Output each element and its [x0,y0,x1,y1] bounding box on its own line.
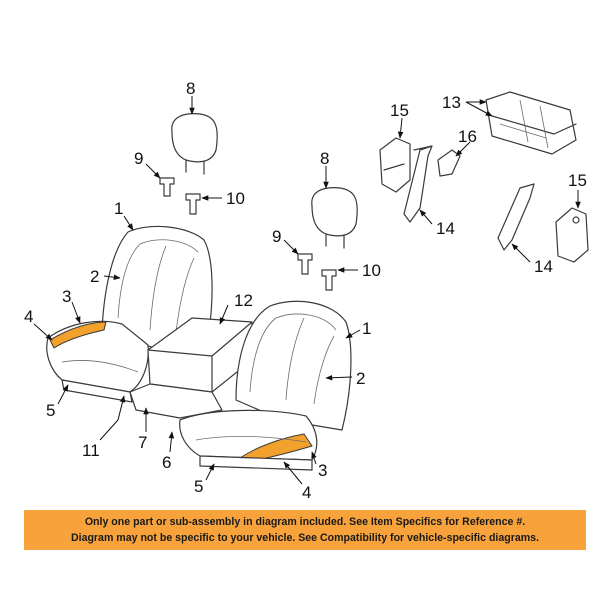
left-seat [46,225,213,403]
callout-13: 13 [442,93,461,112]
left-cushion-highlight [49,321,107,349]
callout-9-left: 9 [134,149,143,168]
center-section [129,317,253,419]
callout-3-right: 3 [318,461,327,480]
callout-14-right: 14 [534,257,553,276]
callout-1-left: 1 [114,199,123,218]
callout-10-left: 10 [226,189,245,208]
callout-8-left: 8 [186,79,195,98]
headrest-left [171,113,218,175]
callout-1-right: 1 [362,319,371,338]
leader-lines [33,96,581,485]
callout-numbers: 1 2 3 4 5 11 7 6 12 1 2 3 4 5 8 9 10 8 9… [24,79,587,502]
center-cushion-base [129,383,223,419]
notice-line-1: Only one part or sub-assembly in diagram… [84,516,526,528]
frame-components [379,91,589,263]
headrest-guides [159,177,337,291]
left-seat-back [101,225,213,351]
callout-4-left: 4 [24,307,33,326]
callout-7: 7 [138,433,147,452]
callout-5-right: 5 [194,477,203,496]
callout-16: 16 [458,127,477,146]
callout-11: 11 [82,441,100,460]
callout-5-left: 5 [46,401,55,420]
callout-6: 6 [162,453,171,472]
callout-15-top: 15 [390,101,409,120]
callout-9-right: 9 [272,227,281,246]
callout-2-right: 2 [356,369,365,388]
callout-8-right: 8 [320,149,329,168]
callout-4-right: 4 [302,483,311,502]
callout-15-right: 15 [568,171,587,190]
headrest-right [311,187,358,249]
callout-3-left: 3 [62,287,71,306]
notice-line-2: Diagram may not be specific to your vehi… [70,532,540,544]
callout-10-right: 10 [362,261,381,280]
callout-12: 12 [234,291,253,310]
callout-2-left: 2 [90,267,99,286]
right-seat-back [235,300,352,431]
callout-14-left: 14 [436,219,455,238]
notice-banner: Only one part or sub-assembly in diagram… [24,510,586,550]
